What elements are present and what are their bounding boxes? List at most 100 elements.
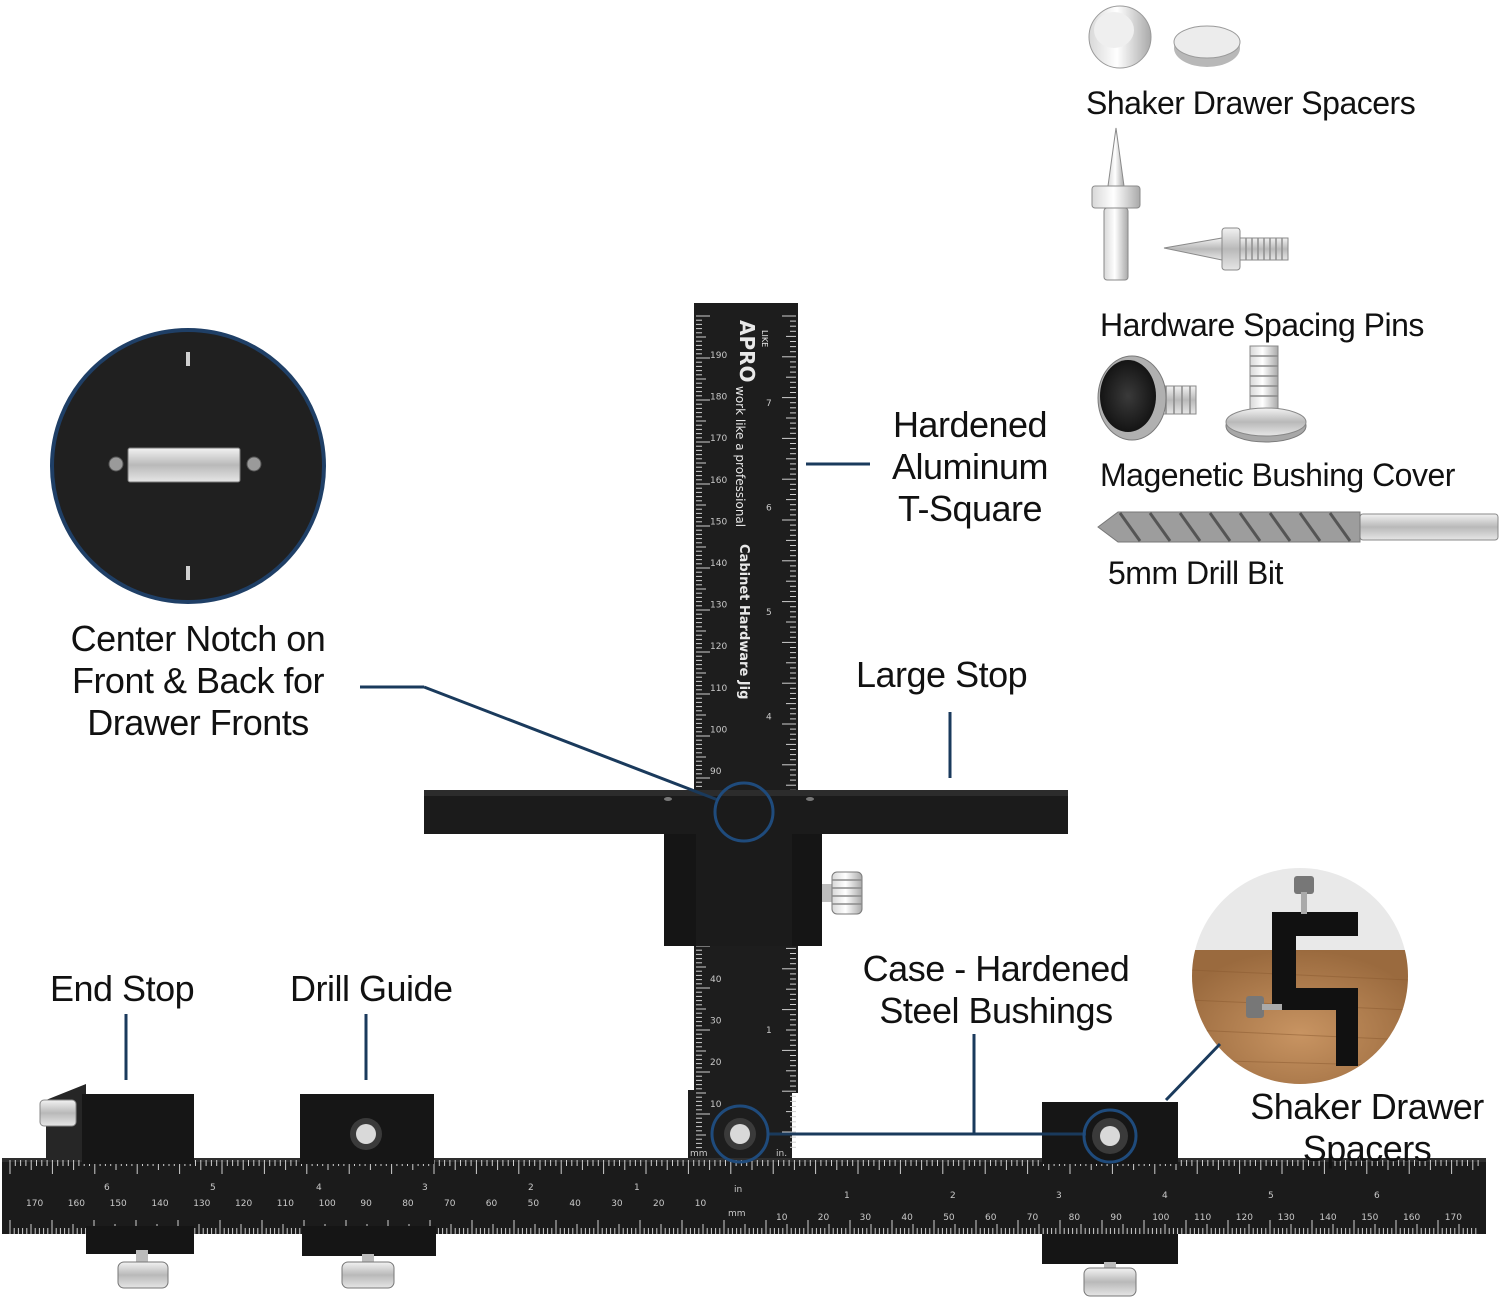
horizontal-in-label: 6	[1374, 1191, 1380, 1201]
vertical-mm-label: 140	[710, 559, 727, 569]
horizontal-mm-label: 90	[360, 1199, 372, 1209]
horizontal-in-label: 1	[844, 1191, 850, 1201]
horizontal-mm-label: 20	[818, 1213, 830, 1223]
horizontal-mm-label: 40	[569, 1199, 581, 1209]
label-case-bushings-line2: Steel Bushings	[879, 990, 1113, 1031]
label-tsquare: Hardened Aluminum T-Square	[870, 404, 1070, 530]
label-drill-bit: 5mm Drill Bit	[1108, 555, 1283, 591]
horizontal-in-label: 4	[316, 1183, 322, 1193]
label-center-notch-line2: Front & Back for	[71, 660, 325, 701]
label-shaker-spacers-bottom-line2: Spacers	[1302, 1128, 1432, 1169]
vertical-mm-label: 150	[710, 517, 727, 527]
vertical-in-label: 6	[766, 504, 772, 514]
horizontal-mm-label: 120	[1236, 1213, 1253, 1223]
vertical-mm-label: 100	[710, 725, 727, 735]
horizontal-mm-label: 110	[277, 1199, 294, 1209]
horizontal-in-label: 3	[422, 1183, 428, 1193]
label-tsquare-line1: Hardened	[892, 404, 1048, 445]
label-large-stop: Large Stop	[856, 654, 1028, 695]
horizontal-mm-label: 160	[1403, 1213, 1420, 1223]
drill-guide	[300, 1094, 436, 1289]
vertical-in-label: 5	[766, 608, 772, 618]
horizontal-mm-label: 10	[695, 1199, 707, 1209]
horizontal-mm-label: 150	[110, 1199, 127, 1209]
horizontal-mm-label: 120	[235, 1199, 252, 1209]
horizontal-mm-label: 90	[1110, 1213, 1122, 1223]
shaker-spacer-closeup	[1192, 868, 1408, 1084]
horizontal-mm-label: 170	[1445, 1213, 1462, 1223]
vertical-mm-label: 90	[710, 767, 722, 777]
center-unit-mm: mm	[728, 1209, 746, 1219]
horizontal-mm-label: 70	[444, 1199, 456, 1209]
horizontal-mm-label: 50	[943, 1213, 955, 1223]
horizontal-in-label: 4	[1162, 1191, 1168, 1201]
tsquare-bushing	[724, 1118, 756, 1150]
horizontal-in-label: 2	[950, 1191, 956, 1201]
horizontal-mm-label: 20	[653, 1199, 665, 1209]
horizontal-mm-label: 30	[860, 1213, 872, 1223]
drill-bit-5mm	[1097, 511, 1499, 543]
horizontal-mm-label: 130	[1278, 1213, 1295, 1223]
vertical-mm-label: 30	[710, 1017, 722, 1027]
t-square-ruler: 1901801701601501401301201101009080706050…	[688, 303, 798, 1160]
label-tsquare-line2: Aluminum	[891, 446, 1049, 487]
label-bushing-cover: Magenetic Bushing Cover	[1100, 457, 1455, 493]
vertical-in-label: 4	[766, 713, 772, 723]
callouts	[124, 462, 1222, 1136]
callout-notch-diag	[423, 685, 719, 802]
vertical-mm-label: 120	[710, 642, 727, 652]
horizontal-mm-label: 50	[528, 1199, 540, 1209]
vertical-mm-label: 130	[710, 601, 727, 611]
horizontal-mm-label: 60	[985, 1213, 997, 1223]
horizontal-in-label: 1	[634, 1183, 640, 1193]
horizontal-mm-label: 100	[319, 1199, 336, 1209]
shaker-spacer-magnets	[1088, 5, 1241, 69]
vertical-mm-label: 170	[710, 434, 727, 444]
label-shaker-spacers-top: Shaker Drawer Spacers	[1086, 85, 1416, 121]
label-tsquare-line3: T-Square	[897, 488, 1043, 529]
notch-highlight-circle	[713, 781, 775, 843]
horizontal-mm-label: 110	[1194, 1213, 1211, 1223]
vertical-mm-label: 180	[710, 393, 727, 403]
horizontal-mm-label: 40	[901, 1213, 913, 1223]
center-unit-in: in	[734, 1185, 742, 1195]
horizontal-mm-label: 130	[193, 1199, 210, 1209]
vertical-unit-mm: mm	[690, 1149, 708, 1159]
vertical-in-label: 1	[766, 1026, 772, 1036]
hardware-spacing-pins	[1091, 127, 1289, 281]
center-notch-closeup	[50, 328, 326, 604]
vertical-mm-label: 40	[710, 975, 722, 985]
product-name: Cabinet Hardware Jig	[736, 544, 751, 699]
horizontal-mm-label: 100	[1152, 1213, 1169, 1223]
horizontal-mm-label: 160	[68, 1199, 85, 1209]
horizontal-in-label: 5	[1268, 1191, 1274, 1201]
vertical-mm-label: 160	[710, 476, 727, 486]
callout-shaker	[1164, 1042, 1222, 1102]
label-case-bushings-line1: Case - Hardened	[862, 948, 1130, 989]
vertical-mm-label: 190	[710, 351, 727, 361]
horizontal-in-label: 5	[210, 1183, 216, 1193]
horizontal-mm-label: 30	[611, 1199, 623, 1209]
brand-logo: APRO	[735, 320, 759, 383]
label-shaker-spacers-bottom: Shaker Drawer Spacers	[1236, 1086, 1498, 1170]
vertical-in-label: 7	[766, 399, 772, 409]
brand-tagline: work like a professional	[733, 386, 747, 527]
large-stop	[424, 790, 1068, 946]
label-center-notch: Center Notch on Front & Back for Drawer …	[40, 618, 356, 744]
label-drill-guide: Drill Guide	[290, 968, 453, 1009]
vertical-unit-in: in.	[776, 1149, 787, 1159]
vertical-mm-label: 110	[710, 684, 727, 694]
brand-small-text: LIKE	[760, 330, 769, 347]
horizontal-in-label: 2	[528, 1183, 534, 1193]
label-end-stop: End Stop	[50, 968, 195, 1009]
horizontal-in-label: 3	[1056, 1191, 1062, 1201]
magnetic-bushing-covers	[1097, 345, 1307, 443]
label-center-notch-line1: Center Notch on	[70, 618, 326, 659]
horizontal-mm-label: 10	[776, 1213, 788, 1223]
horizontal-mm-label: 140	[151, 1199, 168, 1209]
label-hardware-pins: Hardware Spacing Pins	[1100, 307, 1424, 343]
tsquare-bushing-highlight	[710, 1104, 770, 1164]
label-case-bushings: Case - Hardened Steel Bushings	[846, 948, 1146, 1032]
